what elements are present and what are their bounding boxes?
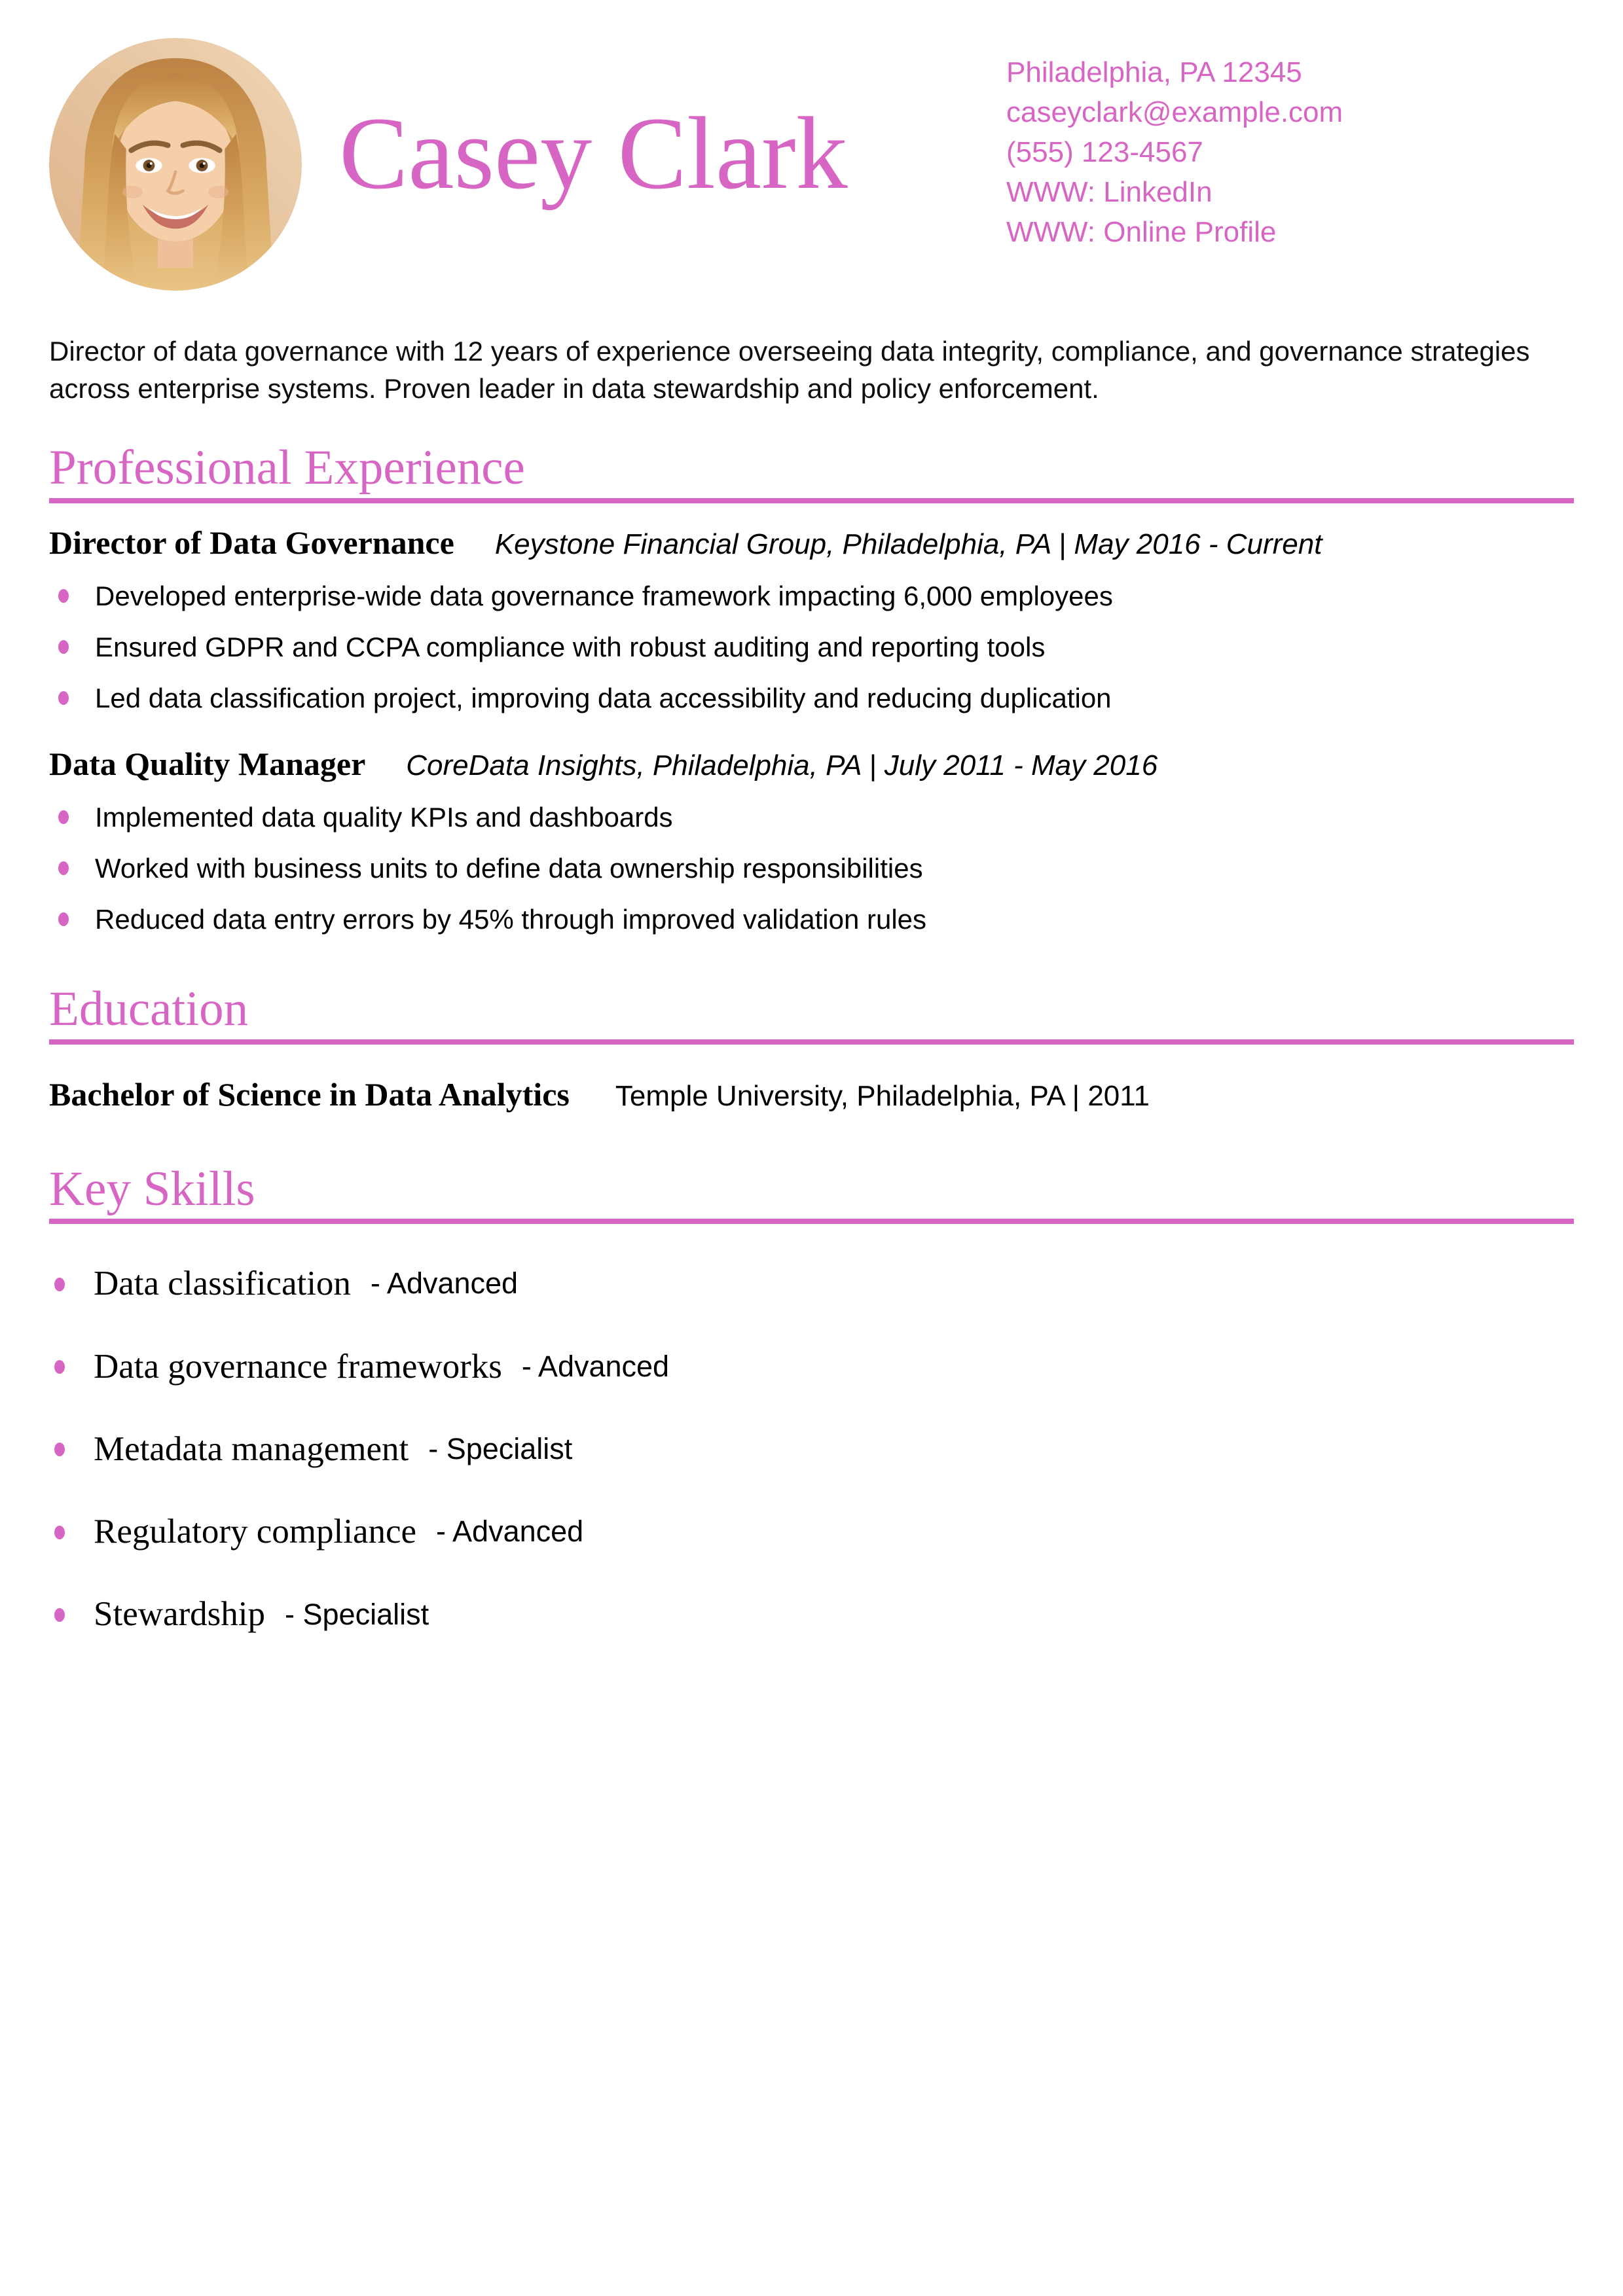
bullet-dot-icon	[54, 1277, 65, 1291]
education-meta: Temple University, Philadelphia, PA | 20…	[615, 1079, 1150, 1112]
skill-name: Metadata management	[94, 1429, 409, 1468]
skills-list: Data classification - Advanced Data gove…	[49, 1265, 1574, 1633]
skill-name: Data classification	[94, 1265, 351, 1303]
job-bullet-text: Worked with business units to define dat…	[95, 852, 923, 884]
skill-name: Stewardship	[94, 1595, 266, 1634]
education-entry: Bachelor of Science in Data Analytics Te…	[49, 1075, 1574, 1114]
job-bullet: Ensured GDPR and CCPA compliance with ro…	[49, 630, 1574, 664]
bullet-dot-icon	[58, 639, 69, 654]
skill-item: Data governance frameworks - Advanced	[49, 1348, 1574, 1386]
bullet-dot-icon	[58, 861, 69, 875]
job-bullet: Reduced data entry errors by 45% through…	[49, 903, 1574, 937]
job-title: Data Quality Manager	[49, 745, 366, 782]
skill-level: - Advanced	[521, 1349, 670, 1383]
skill-name: Data governance frameworks	[94, 1347, 502, 1386]
bullet-dot-icon	[58, 588, 69, 603]
job-bullet-text: Developed enterprise-wide data governanc…	[95, 580, 1113, 611]
job-bullet: Worked with business units to define dat…	[49, 852, 1574, 886]
summary-text: Director of data governance with 12 year…	[49, 336, 1530, 404]
section-title-skills: Key Skills	[49, 1163, 1574, 1225]
job-head: Director of Data Governance Keystone Fin…	[49, 523, 1574, 562]
job-bullet: Implemented data quality KPIs and dashbo…	[49, 800, 1574, 834]
bullet-dot-icon	[54, 1608, 65, 1623]
contact-location: Philadelphia, PA 12345	[1006, 56, 1302, 88]
bullet-dot-icon	[54, 1360, 65, 1374]
job-bullet: Developed enterprise-wide data governanc…	[49, 579, 1574, 613]
bullet-dot-icon	[58, 912, 69, 926]
job-bullet: Led data classification project, improvi…	[49, 681, 1574, 715]
candidate-name: Casey Clark	[339, 96, 848, 211]
skill-item: Stewardship - Specialist	[49, 1595, 1574, 1633]
contact-phone: (555) 123-4567	[1006, 136, 1203, 168]
job-bullet-list: Implemented data quality KPIs and dashbo…	[49, 800, 1574, 937]
skill-item: Metadata management - Specialist	[49, 1430, 1574, 1468]
job-entry-2: Data Quality Manager CoreData Insights, …	[49, 744, 1574, 937]
job-entry-1: Director of Data Governance Keystone Fin…	[49, 523, 1574, 715]
job-meta: Keystone Financial Group, Philadelphia, …	[494, 528, 1322, 560]
job-bullet-text: Ensured GDPR and CCPA compliance with ro…	[95, 631, 1046, 662]
bullet-dot-icon	[54, 1525, 65, 1539]
bullet-dot-icon	[58, 810, 69, 824]
job-bullet-text: Led data classification project, improvi…	[95, 682, 1112, 713]
contact-linkedin[interactable]: WWW: LinkedIn	[1006, 176, 1213, 208]
resume-header: Casey Clark Philadelphia, PA 12345 casey…	[49, 0, 1574, 302]
skill-item: Data classification - Advanced	[49, 1265, 1574, 1302]
skill-level: - Specialist	[285, 1597, 429, 1631]
job-bullet-text: Implemented data quality KPIs and dashbo…	[95, 801, 673, 833]
job-title: Director of Data Governance	[49, 524, 454, 561]
job-bullet-text: Reduced data entry errors by 45% through…	[95, 903, 927, 935]
bullet-dot-icon	[54, 1443, 65, 1457]
contact-block: Philadelphia, PA 12345 caseyclark@exampl…	[1006, 52, 1343, 252]
job-bullet-list: Developed enterprise-wide data governanc…	[49, 579, 1574, 715]
skill-item: Regulatory compliance - Advanced	[49, 1513, 1574, 1551]
profile-photo-illustration	[49, 38, 302, 291]
contact-email[interactable]: caseyclark@example.com	[1006, 96, 1343, 128]
skill-level: - Advanced	[370, 1266, 519, 1300]
degree-title: Bachelor of Science in Data Analytics	[49, 1075, 570, 1113]
section-title-education: Education	[49, 983, 1574, 1045]
skill-level: - Advanced	[436, 1515, 584, 1549]
contact-website[interactable]: WWW: Online Profile	[1006, 216, 1277, 248]
skill-level: - Specialist	[428, 1431, 573, 1465]
section-title-experience: Professional Experience	[49, 442, 1574, 503]
bullet-dot-icon	[58, 691, 69, 705]
job-head: Data Quality Manager CoreData Insights, …	[49, 744, 1574, 783]
skill-name: Regulatory compliance	[94, 1513, 417, 1551]
profile-photo	[49, 38, 302, 291]
job-meta: CoreData Insights, Philadelphia, PA | Ju…	[406, 749, 1158, 781]
